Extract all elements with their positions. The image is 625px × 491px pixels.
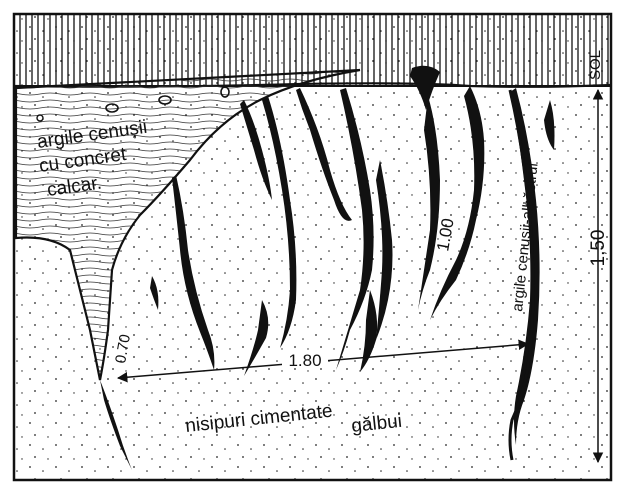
soil-label: SOL xyxy=(587,50,604,80)
width-value-label: 1.80 xyxy=(288,351,321,370)
depth-value-label: 1,50 xyxy=(588,230,609,267)
